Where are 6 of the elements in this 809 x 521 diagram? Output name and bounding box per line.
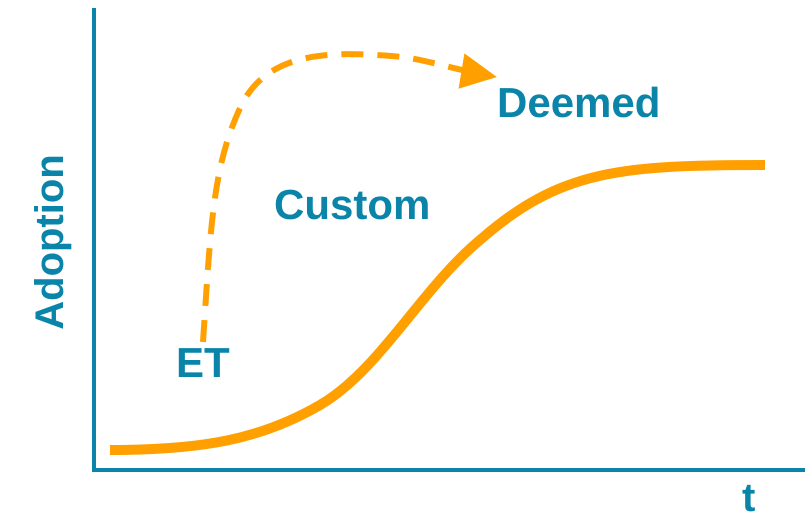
stage-label: ET — [176, 342, 230, 384]
stage-label: Deemed — [497, 82, 660, 124]
axis-title: t — [742, 478, 756, 518]
axis-title: Adoption — [30, 154, 70, 330]
stage-label: Custom — [274, 184, 430, 226]
dashed-arrow — [200, 51, 497, 342]
